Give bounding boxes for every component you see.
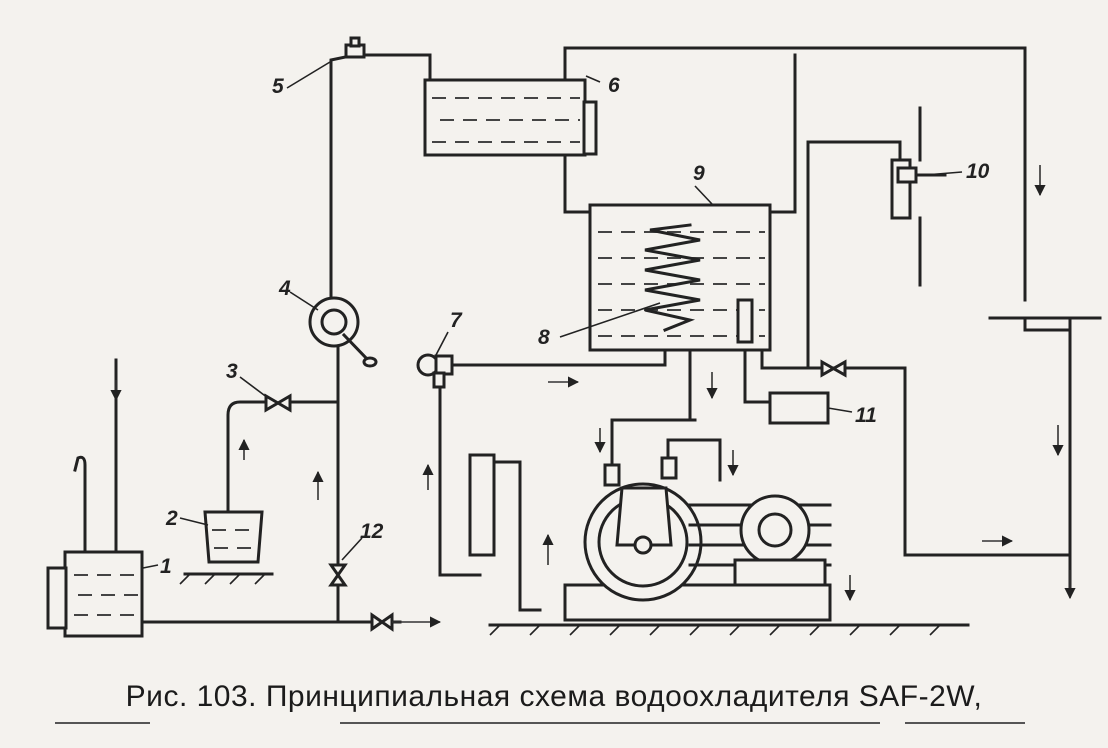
label-8: 8 bbox=[538, 326, 550, 349]
valve-return bbox=[820, 359, 847, 378]
label-7: 7 bbox=[450, 309, 463, 332]
drain-sink bbox=[988, 316, 1102, 600]
pump-4 bbox=[308, 296, 378, 368]
pipe-network bbox=[138, 46, 1072, 624]
thermostat-bulb bbox=[736, 298, 754, 344]
valve-3 bbox=[264, 393, 292, 413]
label-1: 1 bbox=[160, 555, 172, 578]
figure-caption: Рис. 103. Принципиальная схема водоохлад… bbox=[125, 680, 983, 713]
air-valve-5 bbox=[344, 36, 366, 59]
expansion-valve-7 bbox=[416, 353, 454, 389]
callout-labels: 1 2 3 4 5 6 7 8 9 10 11 12 bbox=[160, 74, 990, 578]
label-6: 6 bbox=[608, 74, 620, 97]
filter-drier bbox=[468, 453, 496, 557]
floor bbox=[488, 623, 970, 636]
left-rule bbox=[55, 722, 150, 724]
leader-lines bbox=[142, 61, 963, 569]
label-3: 3 bbox=[226, 360, 238, 383]
wall-with-valve-10 bbox=[890, 106, 947, 287]
expansion-tank-6 bbox=[423, 78, 598, 157]
bucket-2 bbox=[179, 438, 274, 585]
pressure-switch-11 bbox=[768, 391, 830, 425]
coil-8 bbox=[644, 223, 701, 332]
right-rule bbox=[905, 722, 1025, 724]
label-10: 10 bbox=[966, 160, 990, 183]
outlet-valve bbox=[370, 612, 442, 632]
label-11: 11 bbox=[855, 404, 877, 427]
compressor-unit bbox=[563, 456, 832, 622]
tank-1 bbox=[46, 358, 144, 638]
label-4: 4 bbox=[278, 277, 291, 300]
label-5: 5 bbox=[272, 75, 284, 98]
label-9: 9 bbox=[693, 162, 705, 185]
center-rule bbox=[340, 722, 880, 724]
label-2: 2 bbox=[165, 507, 178, 530]
flow-arrows bbox=[312, 165, 1064, 602]
label-12: 12 bbox=[360, 520, 384, 543]
valve-12 bbox=[328, 563, 348, 587]
